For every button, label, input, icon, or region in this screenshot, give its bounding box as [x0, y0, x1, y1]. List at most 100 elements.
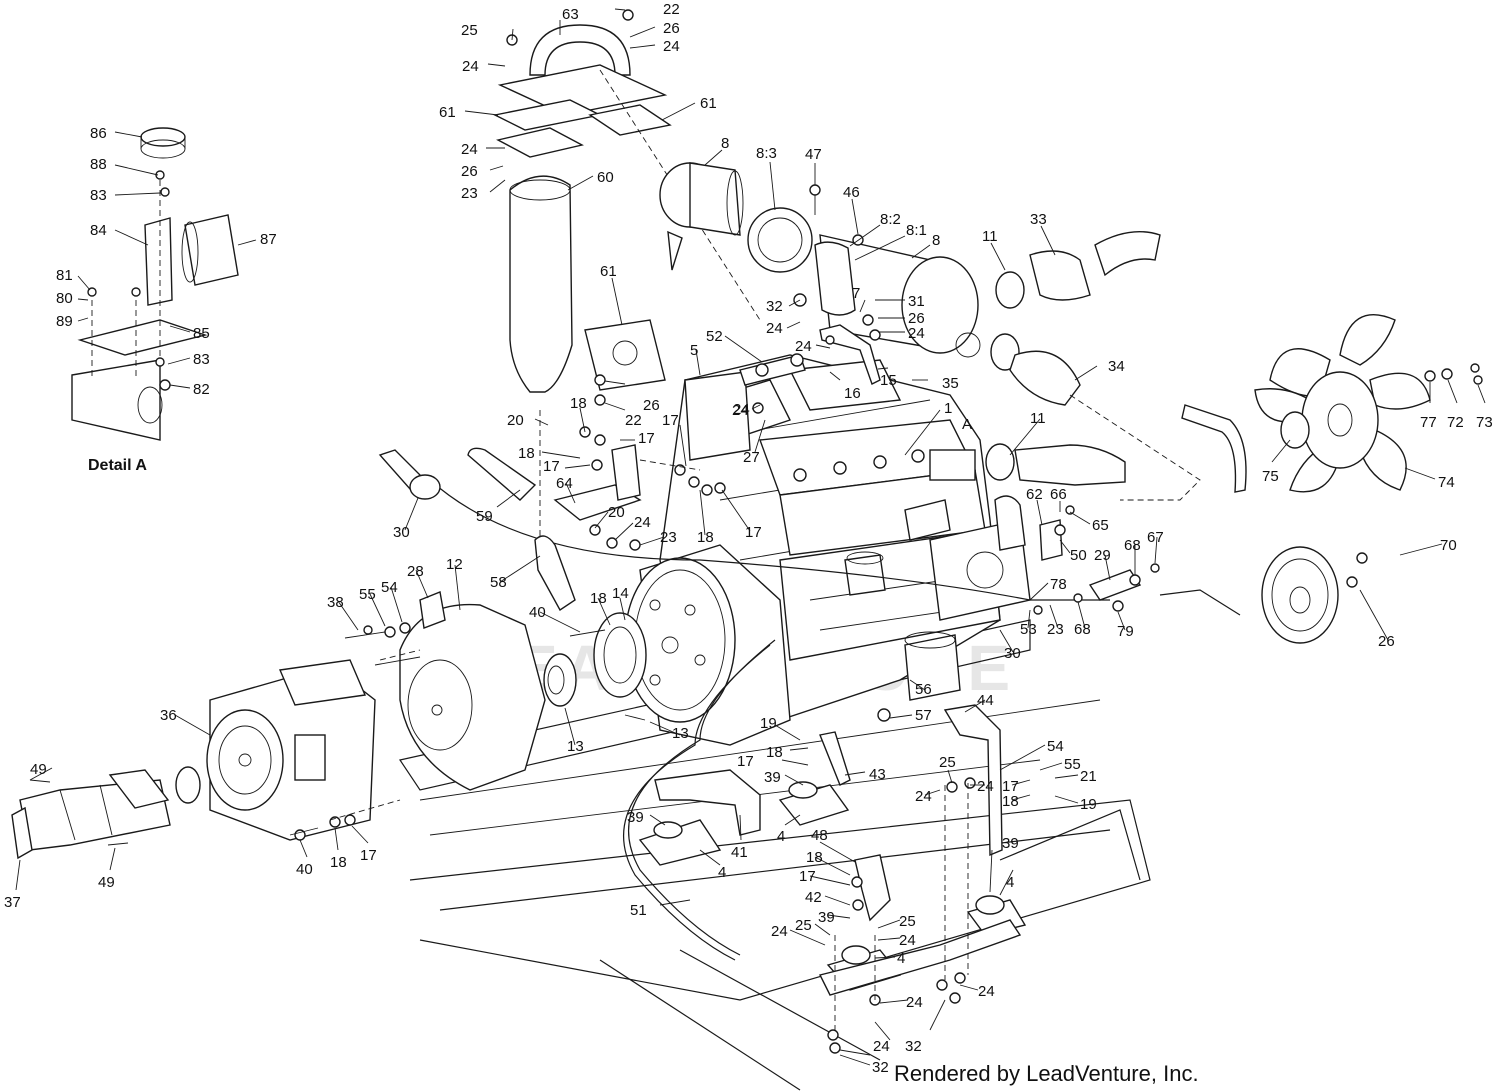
callout-label: 17 — [360, 847, 377, 864]
callout-label: 18 — [806, 849, 823, 866]
leader-lines — [15, 8, 1486, 1066]
callout-label: 18 — [590, 590, 607, 607]
callout-label: 25 — [939, 754, 956, 771]
callout-label: 17 — [543, 458, 560, 475]
callout-label: 23 — [461, 185, 478, 202]
callout-label: 47 — [805, 146, 822, 163]
callout-label: 30 — [393, 524, 410, 541]
callout-label: 8:1 — [906, 222, 927, 239]
callout-label: 25 — [899, 913, 916, 930]
callout-label: 24 — [915, 788, 932, 805]
render-credit: Rendered by LeadVenture, Inc. — [894, 1061, 1199, 1086]
callout-label: 37 — [4, 894, 21, 911]
ground-strap — [622, 639, 776, 961]
callout-label: 32 — [766, 298, 783, 315]
callout-label: 64 — [556, 475, 573, 492]
callout-label: 73 — [1476, 414, 1493, 431]
callout-label: 61 — [439, 104, 456, 121]
callout-label: 18 — [330, 854, 347, 871]
callout-label: 78 — [1050, 576, 1067, 593]
callout-label: 24 — [977, 778, 994, 795]
callout-label: 41 — [731, 844, 748, 861]
callout-label: 83 — [193, 351, 210, 368]
callout-label: 87 — [260, 231, 277, 248]
callout-label: 52 — [706, 328, 723, 345]
callout-label: 30 — [1004, 645, 1021, 662]
callout-label: 42 — [805, 889, 822, 906]
callout-label: 59 — [476, 508, 493, 525]
callout-label: 19 — [760, 715, 777, 732]
callout-label: 26 — [908, 310, 925, 327]
callout-label: 24 — [908, 325, 925, 342]
hydrostatic-pump — [11, 659, 376, 860]
callout-label: 32 — [872, 1059, 889, 1076]
callout-label: 17 — [662, 412, 679, 429]
callout-label: 18 — [1002, 793, 1019, 810]
callout-label: 72 — [1447, 414, 1464, 431]
callout-label: 26 — [1378, 633, 1395, 650]
callout-label: 55 — [1064, 756, 1081, 773]
callout-label: 24 — [978, 983, 995, 1000]
callout-label: 39 — [627, 809, 644, 826]
callout-label: 11 — [1030, 410, 1046, 427]
callout-label: 5 — [690, 342, 698, 359]
detail-a-marker: A — [962, 416, 972, 433]
callout-label: 17 — [1002, 778, 1019, 795]
callout-label: 17 — [737, 753, 754, 770]
callout-label: 24 — [733, 401, 750, 418]
callout-label: 44 — [977, 692, 994, 709]
callout-label: 53 — [1020, 621, 1037, 638]
callout-label: 20 — [608, 504, 625, 521]
callout-label: 40 — [296, 861, 313, 878]
callout-label: 62 — [1026, 486, 1043, 503]
callout-label: 89 — [56, 313, 73, 330]
callout-label: 8:3 — [756, 145, 777, 162]
callout-label: 23 — [1047, 621, 1064, 638]
callout-label: 31 — [908, 293, 925, 310]
callout-label: 24 — [906, 994, 923, 1011]
callout-label: 1 — [944, 400, 952, 417]
callout-label: 4 — [897, 950, 905, 967]
callout-label: 39 — [764, 769, 781, 786]
callout-label: 18 — [570, 395, 587, 412]
callout-label: 51 — [630, 902, 647, 919]
callout-label: 86 — [90, 125, 107, 142]
callout-label: 68 — [1074, 621, 1091, 638]
callout-label: 24 — [795, 338, 812, 355]
callout-label: 11 — [982, 228, 998, 245]
callout-label: 61 — [700, 95, 717, 112]
callout-label: 88 — [90, 156, 107, 173]
callout-label: 77 — [1420, 414, 1437, 431]
callout-label: 17 — [745, 524, 762, 541]
callout-label: 36 — [160, 707, 177, 724]
callout-label: 15 — [880, 372, 897, 389]
callout-label: 21 — [1080, 768, 1097, 785]
callout-label: 13 — [672, 725, 689, 742]
callout-label: 74 — [1438, 474, 1455, 491]
callout-label: 54 — [381, 579, 398, 596]
callout-label: 58 — [490, 574, 507, 591]
callout-label: 18 — [518, 445, 535, 462]
detail-a-assembly — [71, 127, 239, 441]
callout-label: 68 — [1124, 537, 1141, 554]
callout-label: 56 — [915, 681, 932, 698]
callout-label: 24 — [766, 320, 783, 337]
callout-label: 75 — [1262, 468, 1279, 485]
callout-label: 17 — [638, 430, 655, 447]
callout-label: 26 — [663, 20, 680, 37]
callout-label: 24 — [663, 38, 680, 55]
callout-label: 49 — [30, 761, 47, 778]
callout-label: 24 — [873, 1038, 890, 1055]
callout-label: 38 — [327, 594, 344, 611]
callout-label: 40 — [529, 604, 546, 621]
callout-label: 4 — [777, 828, 785, 845]
callout-label: 66 — [1050, 486, 1067, 503]
callout-label: 60 — [597, 169, 614, 186]
misc-brackets — [29, 234, 1160, 846]
callout-label: 24 — [634, 514, 651, 531]
callout-label: 29 — [1094, 547, 1111, 564]
callout-label: 79 — [1117, 623, 1134, 640]
air-cleaner-assembly — [659, 162, 981, 358]
callout-label: 18 — [766, 744, 783, 761]
exhaust-assembly — [492, 9, 761, 393]
